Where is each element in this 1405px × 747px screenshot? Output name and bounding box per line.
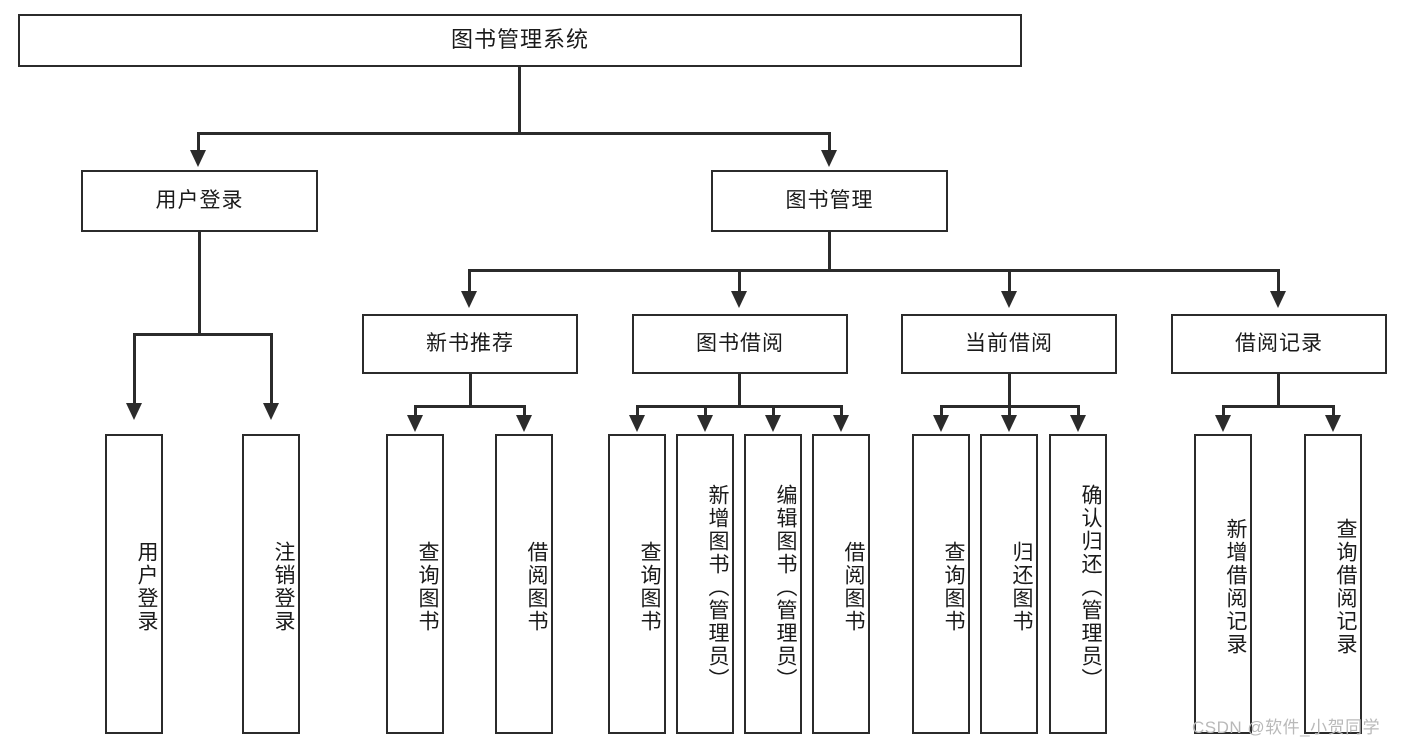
node-leaf-borrow-book-2[interactable]: 借阅图书 [812, 434, 870, 734]
node-leaf-add-book[interactable]: 新增图书（管理员） [676, 434, 734, 734]
node-current-borrow[interactable]: 当前借阅 [901, 314, 1117, 374]
node-label: 图书借阅 [696, 332, 784, 356]
node-leaf-query-book-3[interactable]: 查询图书 [912, 434, 970, 734]
node-leaf-query-book-2[interactable]: 查询图书 [608, 434, 666, 734]
edge-root-to-book-management [828, 132, 831, 154]
node-label: 新增借阅记录 [1224, 518, 1247, 656]
arrowhead-leaf-logout-login [263, 403, 279, 420]
arrowhead-borrow-record [1270, 291, 1286, 308]
edge-root-stem [518, 67, 521, 134]
edge-bm-drop-new-book [468, 269, 471, 294]
node-label: 查询图书 [942, 541, 965, 633]
node-label: 图书管理系统 [450, 27, 589, 53]
arrowhead-leaf-user-login [126, 403, 142, 420]
edge-book-management-stem [828, 232, 831, 271]
arrowhead-leaf-confirm-return [1070, 415, 1086, 432]
node-label: 图书管理 [785, 189, 874, 213]
node-label: 借阅图书 [525, 541, 548, 633]
node-leaf-confirm-return[interactable]: 确认归还（管理员） [1049, 434, 1107, 734]
node-leaf-query-book-1[interactable]: 查询图书 [386, 434, 444, 734]
edge-bb-drop-4 [840, 405, 843, 420]
edge-current-borrow-stem [1008, 374, 1011, 407]
arrowhead-current-borrow [1001, 291, 1017, 308]
node-leaf-add-record[interactable]: 新增借阅记录 [1194, 434, 1252, 734]
edge-borrow-record-bus [1222, 405, 1335, 408]
node-label: 归还图书 [1010, 541, 1033, 633]
edge-new-book-drop-1 [414, 405, 417, 420]
arrowhead-leaf-add-book [697, 415, 713, 432]
arrowhead-leaf-query-book-3 [933, 415, 949, 432]
node-label: 查询图书 [416, 541, 439, 633]
edge-bb-drop-2 [704, 405, 707, 420]
edge-user-login-drop-2 [270, 333, 273, 406]
node-label: 注销登录 [272, 541, 295, 633]
node-root-system[interactable]: 图书管理系统 [18, 14, 1022, 67]
edge-user-login-bus [133, 333, 273, 336]
edge-borrow-record-stem [1277, 374, 1280, 407]
node-leaf-edit-book[interactable]: 编辑图书（管理员） [744, 434, 802, 734]
node-label: 编辑图书（管理员） [774, 483, 797, 691]
arrowhead-new-book-recommend [461, 291, 477, 308]
arrowhead-user-login [190, 150, 206, 167]
edge-bb-drop-3 [772, 405, 775, 420]
arrowhead-leaf-borrow-book-1 [516, 415, 532, 432]
node-label: 用户登录 [135, 541, 158, 633]
node-label: 查询图书 [638, 541, 661, 633]
node-label: 查询借阅记录 [1334, 518, 1357, 656]
edge-book-borrow-stem [738, 374, 741, 407]
node-user-login[interactable]: 用户登录 [81, 170, 318, 232]
edge-book-borrow-bus [636, 405, 842, 408]
arrowhead-leaf-query-book-1 [407, 415, 423, 432]
node-label: 新书推荐 [426, 332, 514, 356]
node-leaf-logout-login[interactable]: 注销登录 [242, 434, 300, 734]
edge-root-to-user-login [197, 132, 200, 154]
node-label: 新增图书（管理员） [706, 483, 729, 691]
arrowhead-leaf-edit-book [765, 415, 781, 432]
edge-user-login-drop-1 [133, 333, 136, 406]
node-new-book-recommend[interactable]: 新书推荐 [362, 314, 578, 374]
edge-cb-drop-2 [1008, 405, 1011, 420]
csdn-watermark: CSDN @软件_小贺同学 [1192, 718, 1381, 737]
edge-cb-drop-3 [1077, 405, 1080, 420]
edge-root-bus [197, 132, 831, 135]
edge-new-book-drop-2 [523, 405, 526, 420]
arrowhead-leaf-query-book-2 [629, 415, 645, 432]
arrowhead-leaf-return-book [1001, 415, 1017, 432]
edge-new-book-bus [414, 405, 526, 408]
edge-bm-drop-current-borrow [1008, 269, 1011, 294]
edge-br-drop-2 [1332, 405, 1335, 420]
node-leaf-user-login[interactable]: 用户登录 [105, 434, 163, 734]
node-book-borrow[interactable]: 图书借阅 [632, 314, 848, 374]
node-leaf-borrow-book-1[interactable]: 借阅图书 [495, 434, 553, 734]
node-label: 借阅记录 [1235, 332, 1323, 356]
edge-cb-drop-1 [940, 405, 943, 420]
arrowhead-leaf-borrow-book-2 [833, 415, 849, 432]
node-label: 用户登录 [155, 189, 244, 213]
arrowhead-book-management [821, 150, 837, 167]
node-label: 确认归还（管理员） [1079, 483, 1102, 691]
edge-bm-drop-book-borrow [738, 269, 741, 294]
edge-new-book-stem [469, 374, 472, 407]
arrowhead-book-borrow [731, 291, 747, 308]
edge-book-management-bus [468, 269, 1280, 272]
edge-bm-drop-borrow-record [1277, 269, 1280, 294]
arrowhead-leaf-query-record [1325, 415, 1341, 432]
arrowhead-leaf-add-record [1215, 415, 1231, 432]
node-label: 借阅图书 [842, 541, 865, 633]
node-borrow-record[interactable]: 借阅记录 [1171, 314, 1387, 374]
edge-bb-drop-1 [636, 405, 639, 420]
edge-br-drop-1 [1222, 405, 1225, 420]
node-book-management[interactable]: 图书管理 [711, 170, 948, 232]
node-leaf-query-record[interactable]: 查询借阅记录 [1304, 434, 1362, 734]
node-label: 当前借阅 [965, 332, 1053, 356]
node-leaf-return-book[interactable]: 归还图书 [980, 434, 1038, 734]
edge-user-login-stem [198, 232, 201, 335]
